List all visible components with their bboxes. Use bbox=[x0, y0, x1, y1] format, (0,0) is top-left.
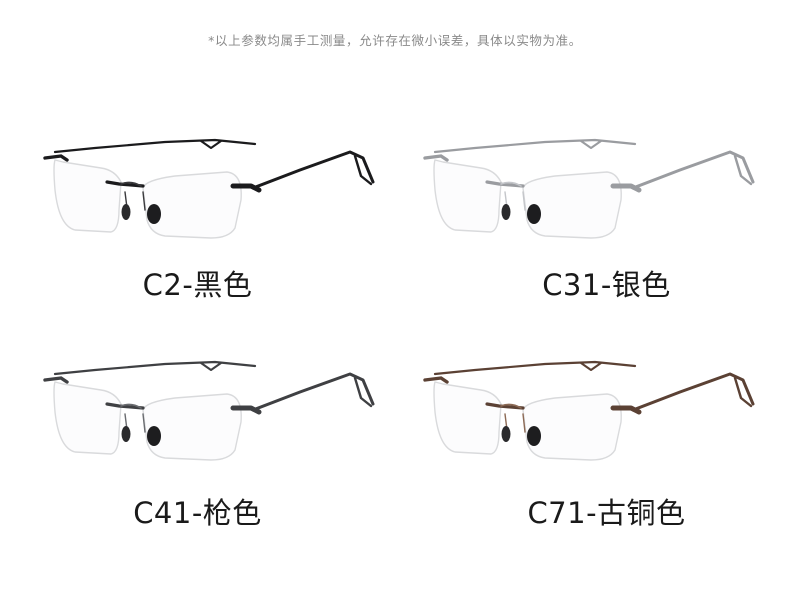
product-card-c41[interactable]: C41-枪色 bbox=[15, 352, 410, 612]
product-card-c31[interactable]: C31-银色 bbox=[395, 130, 790, 390]
glasses-image-c31 bbox=[423, 138, 755, 239]
product-card-c2[interactable]: C2-黑色 bbox=[15, 130, 410, 390]
glasses-image-c71 bbox=[423, 360, 755, 461]
glasses-image-c2 bbox=[43, 138, 375, 239]
product-label-c2: C2-黑色 bbox=[142, 268, 253, 302]
measurement-disclaimer: *以上参数均属手工测量，允许存在微小误差，具体以实物为准。 bbox=[208, 33, 582, 48]
product-card-c71[interactable]: C71-古铜色 bbox=[395, 352, 790, 612]
glasses-image-c41 bbox=[43, 360, 375, 461]
product-label-c71: C71-古铜色 bbox=[527, 496, 686, 530]
product-label-c41: C41-枪色 bbox=[133, 496, 262, 530]
product-label-c31: C31-银色 bbox=[542, 268, 671, 302]
